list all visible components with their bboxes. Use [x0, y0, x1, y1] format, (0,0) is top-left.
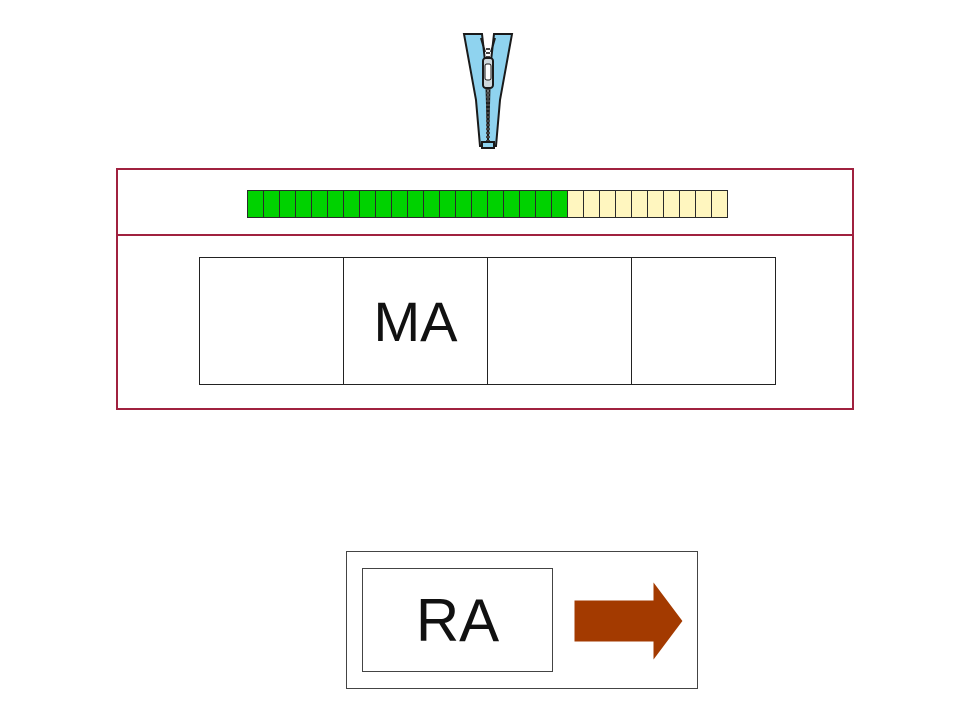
progress-segment-filled — [535, 190, 552, 218]
progress-segment-filled — [279, 190, 296, 218]
syllable-slots: MA — [199, 257, 776, 385]
zipper-icon — [462, 33, 514, 149]
progress-segment-filled — [247, 190, 264, 218]
progress-segment-empty — [615, 190, 632, 218]
progress-segment-empty — [679, 190, 696, 218]
progress-segment-filled — [487, 190, 504, 218]
progress-segment-filled — [263, 190, 280, 218]
syllable-card[interactable]: RA — [362, 568, 553, 672]
panel-divider — [118, 234, 852, 236]
progress-segment-filled — [343, 190, 360, 218]
progress-segment-filled — [423, 190, 440, 218]
word-panel: MA — [116, 168, 854, 410]
syllable-slot-3[interactable] — [487, 257, 632, 385]
answer-area: RA — [346, 551, 698, 689]
progress-segment-empty — [599, 190, 616, 218]
progress-segment-filled — [503, 190, 520, 218]
syllable-slot-1[interactable] — [199, 257, 344, 385]
progress-segment-filled — [551, 190, 568, 218]
progress-segment-filled — [359, 190, 376, 218]
progress-segment-filled — [375, 190, 392, 218]
progress-segment-filled — [519, 190, 536, 218]
progress-segment-empty — [695, 190, 712, 218]
progress-segment-filled — [455, 190, 472, 218]
progress-bar — [247, 190, 728, 218]
progress-segment-filled — [407, 190, 424, 218]
progress-segment-empty — [647, 190, 664, 218]
progress-segment-empty — [583, 190, 600, 218]
progress-segment-filled — [471, 190, 488, 218]
progress-segment-empty — [567, 190, 584, 218]
syllable-slot-2[interactable]: MA — [343, 257, 488, 385]
progress-segment-filled — [311, 190, 328, 218]
syllable-slot-4[interactable] — [631, 257, 776, 385]
progress-segment-empty — [711, 190, 728, 218]
progress-segment-empty — [663, 190, 680, 218]
progress-segment-filled — [439, 190, 456, 218]
arrow-right-icon[interactable] — [573, 580, 685, 662]
progress-segment-empty — [631, 190, 648, 218]
progress-segment-filled — [391, 190, 408, 218]
progress-segment-filled — [295, 190, 312, 218]
progress-segment-filled — [327, 190, 344, 218]
